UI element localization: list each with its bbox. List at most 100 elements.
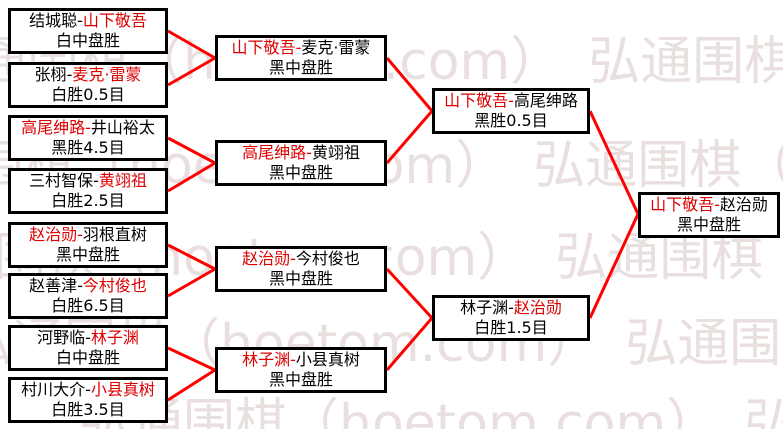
watermark-text: 弘通围棋（hoetom.com） 弘通围棋（hoetom.com） 弘通围棋（h…: [79, 394, 783, 429]
separator: -: [77, 276, 83, 295]
match-box-round1-4: 三村智保-黄翊祖 白胜2.5目: [8, 168, 168, 214]
separator: -: [93, 171, 99, 190]
separator: -: [85, 328, 91, 347]
match-box-round1-5: 赵治勋-羽根直树 黑中盘胜: [8, 222, 168, 268]
separator: -: [66, 65, 73, 84]
player1-name: 林子渊: [460, 298, 509, 317]
match-result: 黑中盘胜: [268, 163, 333, 182]
separator: -: [77, 225, 83, 244]
connector-line: [385, 57, 434, 112]
connector-line: [385, 317, 434, 371]
match-result: 黑中盘胜: [268, 370, 333, 389]
connector-line: [588, 110, 640, 215]
connector-line: [167, 267, 216, 298]
match-box-round2-2: 高尾绅路-黄翊祖 黑中盘胜: [215, 140, 387, 186]
separator: -: [508, 91, 514, 110]
matchup: 河野临-林子渊: [37, 328, 139, 348]
matchup: 张栩-麦克·雷蒙: [35, 65, 142, 85]
match-box-round2-1: 山下敬吾-麦克·雷蒙 黑中盘胜: [215, 35, 387, 81]
connector-line: [167, 243, 216, 271]
connector-line: [167, 368, 216, 402]
player1-name: 高尾绅路: [21, 118, 86, 137]
matchup: 三村智保-黄翊祖: [29, 171, 147, 191]
match-result: 黑中盘胜: [268, 269, 333, 288]
match-result: 白胜1.5目: [474, 318, 548, 337]
connector-line: [588, 213, 640, 319]
connector-line: [167, 346, 216, 372]
match-box-round1-6: 赵善津-今村俊也 白胜6.5目: [8, 273, 168, 319]
matchup: 赵善津-今村俊也: [29, 276, 147, 296]
player1-name: 赵善津: [29, 276, 78, 295]
match-result: 黑胜0.5目: [474, 111, 548, 130]
separator: -: [290, 249, 296, 268]
player2-name: 今村俊也: [295, 249, 360, 268]
connector-line: [385, 110, 434, 164]
match-box-semifinal-1: 山下敬吾-高尾绅路 黑胜0.5目: [432, 88, 590, 134]
player1-name: 林子渊: [242, 350, 291, 369]
separator: -: [508, 298, 514, 317]
match-result: 黑胜4.5目: [51, 138, 125, 157]
matchup: 赵治勋-今村俊也: [242, 249, 360, 269]
player2-name: 林子渊: [90, 328, 139, 347]
matchup: 赵治勋-羽根直树: [29, 225, 147, 245]
matchup: 山下敬吾-高尾绅路: [444, 91, 578, 111]
match-box-round1-8: 村川大介-小县真树 白胜3.5目: [8, 377, 168, 423]
matchup: 山下敬吾-麦克·雷蒙: [232, 38, 371, 58]
match-result: 白胜3.5目: [51, 400, 125, 419]
player1-name: 山下敬吾: [231, 38, 296, 57]
player2-name: 麦克·雷蒙: [301, 38, 371, 57]
match-result: 白中盘胜: [55, 31, 120, 50]
player1-name: 山下敬吾: [650, 195, 715, 214]
player1-name: 结城聪: [29, 11, 78, 30]
matchup: 结城聪-山下敬吾: [29, 11, 147, 31]
connector-line: [167, 136, 216, 165]
match-result: 白胜2.5目: [51, 191, 125, 210]
player2-name: 山下敬吾: [82, 11, 147, 30]
connector-line: [167, 29, 216, 60]
connector-line: [167, 161, 216, 193]
separator: -: [85, 118, 91, 137]
player2-name: 羽根直树: [82, 225, 147, 244]
player1-name: 河野临: [37, 328, 86, 347]
player2-name: 黄翊祖: [311, 143, 360, 162]
player1-name: 高尾绅路: [242, 143, 307, 162]
match-result: 白胜0.5目: [51, 85, 125, 104]
match-result: 黑中盘胜: [55, 245, 120, 264]
match-box-round1-3: 高尾绅路-井山裕太 黑胜4.5目: [8, 115, 168, 161]
player1-name: 赵治勋: [242, 249, 291, 268]
player2-name: 麦克·雷蒙: [72, 65, 142, 84]
match-box-round1-1: 结城聪-山下敬吾 白中盘胜: [8, 8, 168, 54]
player2-name: 小县真树: [90, 380, 155, 399]
player1-name: 山下敬吾: [444, 91, 509, 110]
match-box-round2-4: 林子渊-小县真树 黑中盘胜: [215, 347, 387, 393]
matchup: 高尾绅路-黄翊祖: [242, 143, 360, 163]
player1-name: 三村智保: [29, 171, 94, 190]
match-result: 白中盘胜: [55, 348, 120, 367]
separator: -: [77, 11, 83, 30]
player1-name: 赵治勋: [29, 225, 78, 244]
player2-name: 赵治勋: [719, 195, 768, 214]
match-box-round1-2: 张栩-麦克·雷蒙 白胜0.5目: [8, 62, 168, 108]
separator: -: [290, 350, 296, 369]
separator: -: [714, 195, 720, 214]
player2-name: 小县真树: [295, 350, 360, 369]
match-box-final: 山下敬吾-赵治勋 黑中盘胜: [638, 192, 780, 238]
matchup: 林子渊-小县真树: [242, 350, 360, 370]
player2-name: 井山裕太: [90, 118, 155, 137]
match-box-semifinal-2: 林子渊-赵治勋 白胜1.5目: [432, 295, 590, 341]
match-box-round2-3: 赵治勋-今村俊也 黑中盘胜: [215, 246, 387, 292]
separator: -: [295, 38, 302, 57]
player2-name: 黄翊祖: [98, 171, 147, 190]
match-box-round1-7: 河野临-林子渊 白中盘胜: [8, 325, 168, 371]
matchup: 村川大介-小县真树: [21, 380, 155, 400]
separator: -: [306, 143, 312, 162]
player2-name: 今村俊也: [82, 276, 147, 295]
connector-line: [167, 56, 216, 87]
matchup: 山下敬吾-赵治勋: [650, 195, 768, 215]
match-result: 黑中盘胜: [676, 215, 741, 234]
matchup: 高尾绅路-井山裕太: [21, 118, 155, 138]
connector-line: [385, 267, 434, 320]
match-result: 白胜6.5目: [51, 296, 125, 315]
